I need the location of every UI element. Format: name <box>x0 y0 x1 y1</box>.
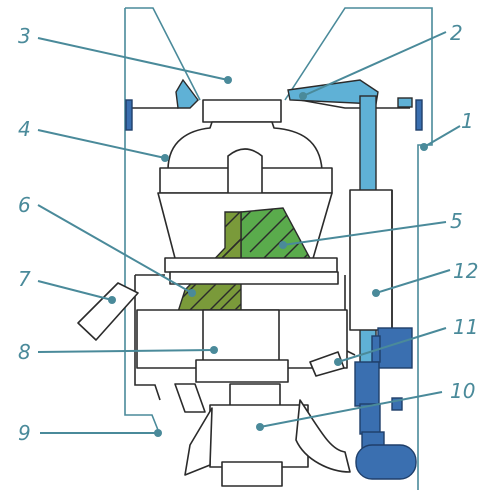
feed-hopper-pieces <box>175 78 413 109</box>
gearbox <box>184 383 351 487</box>
callout-5: 5 <box>450 209 463 233</box>
callout-4: 4 <box>18 117 31 141</box>
callout-1: 1 <box>461 109 474 133</box>
callout-8: 8 <box>18 340 31 364</box>
callout-3: 3 <box>18 24 31 48</box>
main-frame <box>134 274 356 413</box>
callout-11: 11 <box>453 315 478 339</box>
drive-motor <box>354 327 417 480</box>
callout-2: 2 <box>450 21 463 45</box>
callout-6: 6 <box>18 193 31 217</box>
callout-10: 10 <box>450 379 475 403</box>
right-frame <box>349 189 393 331</box>
callout-leaders <box>37 31 461 437</box>
adjustment-ring <box>164 257 339 285</box>
callout-7: 7 <box>18 267 31 291</box>
top-cover <box>125 99 423 131</box>
callout-9: 9 <box>18 421 31 445</box>
outlet-spout <box>309 351 345 377</box>
discharge-chute <box>77 282 139 341</box>
callout-12: 12 <box>453 259 478 283</box>
callout-labels: 3 2 1 4 5 6 7 12 8 11 10 9 <box>18 21 478 445</box>
